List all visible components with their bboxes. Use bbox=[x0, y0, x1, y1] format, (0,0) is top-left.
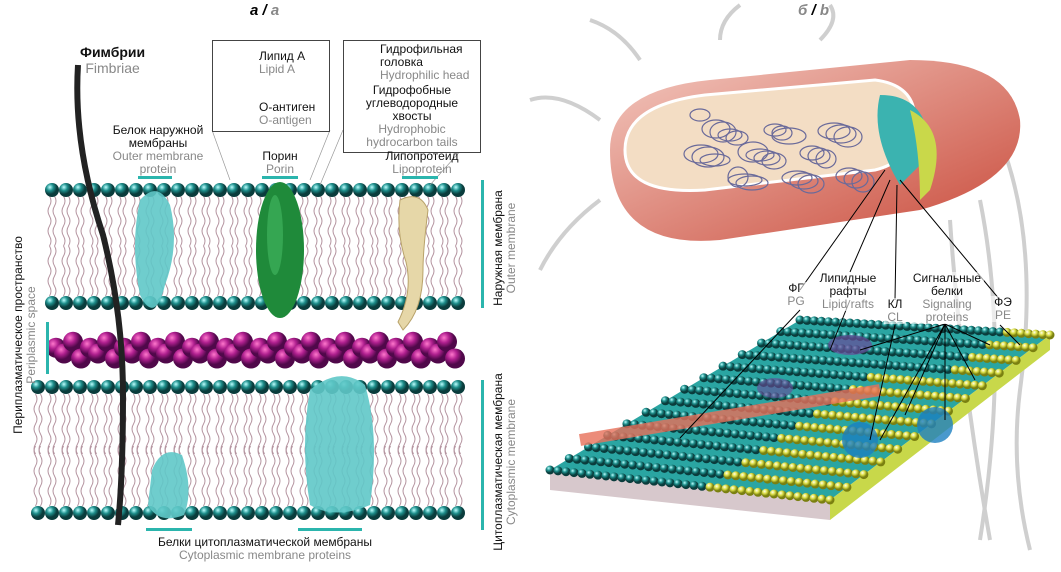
tails-ru: Гидрофобные углеводородные хвосты bbox=[365, 83, 459, 123]
outer-membrane-protein-label: Белок наружной мембраны Outer membrane p… bbox=[112, 123, 204, 176]
lps-legend: Липид А Lipid A О-антиген O-antigen bbox=[212, 40, 330, 132]
panel-a-title: а / a bbox=[250, 2, 280, 19]
fimbriae-label: Фимбрии Fimbriae bbox=[80, 44, 146, 76]
cytoplasmic-membrane-bar bbox=[481, 380, 484, 530]
cm-protein-bar-2 bbox=[298, 528, 362, 531]
periplasmic-space-label: Периплазматическое пространство Periplas… bbox=[11, 236, 38, 434]
periplasm-bar bbox=[46, 322, 49, 374]
porin-bar bbox=[262, 176, 298, 179]
o-antigen-ru: О-антиген bbox=[259, 100, 316, 114]
lipid-a-en: Lipid A bbox=[259, 62, 296, 76]
head-ru: Гидрофильная головка bbox=[380, 42, 463, 69]
cytoplasmic-membrane-label: Цитоплазматическая мембрана Cytoplasmic … bbox=[491, 373, 518, 551]
cm-protein-bar-1 bbox=[146, 528, 192, 531]
omp-bar bbox=[138, 176, 172, 179]
panel-b-title: б / b bbox=[798, 2, 829, 19]
phospholipid-legend: Гидрофильная головка Hydrophilic head Ги… bbox=[343, 40, 481, 153]
lipid-a-ru: Липид А bbox=[259, 49, 306, 63]
outer-membrane-bar bbox=[481, 180, 484, 308]
head-en: Hydrophilic head bbox=[380, 68, 470, 82]
lipoprotein-label: Липопротеид Lipoprotein bbox=[385, 149, 459, 176]
cytoplasmic-proteins-label: Белки цитоплазматической мембраны Cytopl… bbox=[158, 535, 372, 562]
o-antigen-en: O-antigen bbox=[259, 113, 312, 127]
tails-en: Hydrophobic hydrocarbon tails bbox=[366, 122, 458, 149]
outer-membrane-label: Наружная мембрана Outer membrane bbox=[491, 190, 518, 306]
porin-label: Порин Porin bbox=[262, 149, 298, 176]
lipoprotein-bar bbox=[402, 176, 438, 179]
